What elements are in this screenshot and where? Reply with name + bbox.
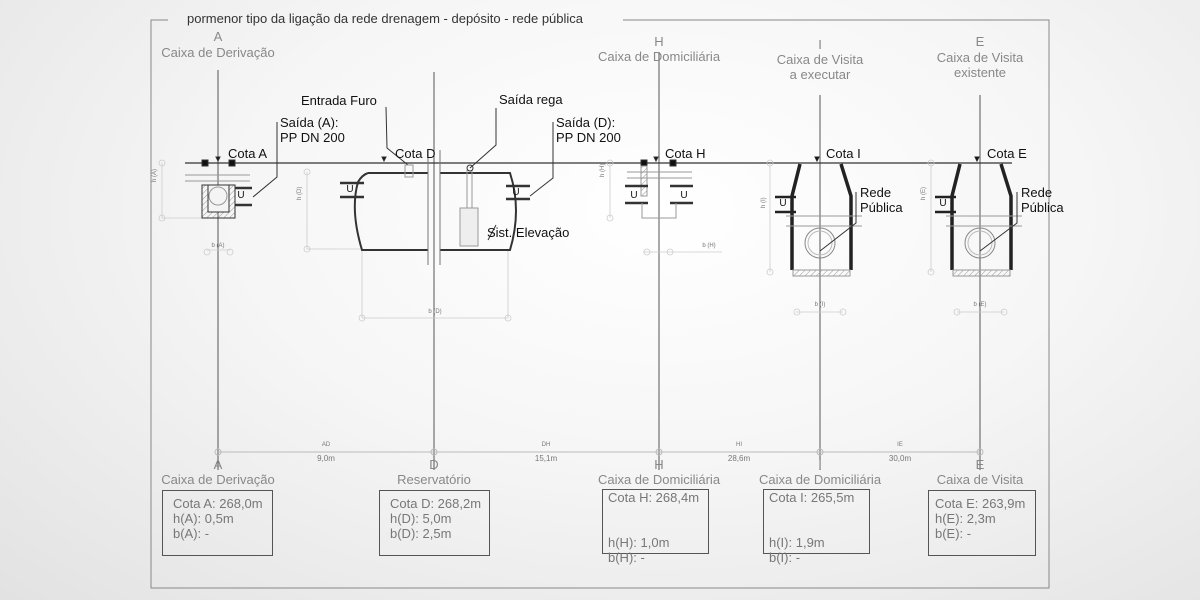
distance-line xyxy=(214,448,984,456)
publica-e-label: Pública xyxy=(1021,200,1064,215)
pipe-e-marker: U xyxy=(939,198,947,209)
cota-d-label: Cota D xyxy=(395,146,436,161)
station-letter: H xyxy=(654,457,664,472)
header-i-caption1: Caixa de Visita xyxy=(776,52,864,67)
cota-a-label: Cota A xyxy=(228,146,268,161)
dim-h-a: h (A) xyxy=(152,168,158,182)
cota-e-label: Cota E xyxy=(987,146,1027,161)
distance-value: 9,0m xyxy=(317,454,335,463)
saida-rega-label: Saída rega xyxy=(499,92,563,107)
distance-value: 30,0m xyxy=(888,454,912,463)
pipe-a-marker: U xyxy=(237,190,245,201)
manhole-e xyxy=(935,156,1022,277)
sist-elevacao-label: Sist. Elevação xyxy=(487,225,570,240)
station-letter: E xyxy=(975,457,985,472)
dim-h-d: h (D) xyxy=(297,186,303,200)
dimension-guides xyxy=(158,159,1008,322)
distance-value: 28,6m xyxy=(727,454,751,463)
saida-d-pipe: PP DN 200 xyxy=(556,130,621,145)
station-caption: Caixa de Domiciliária xyxy=(597,472,721,487)
dim-b-a: b (A) xyxy=(211,243,225,249)
rede-e-label: Rede xyxy=(1021,185,1053,200)
header-e-caption1: Caixa de Visita xyxy=(936,50,1024,65)
station-letter: D xyxy=(429,457,439,472)
dim-b-d: b (D) xyxy=(428,309,442,315)
info-line: b(H): - xyxy=(608,550,645,565)
distance-value: 15,1m xyxy=(534,454,558,463)
drawing-title: pormenor tipo da ligação da rede drenage… xyxy=(187,11,584,26)
cota-i-label: Cota I xyxy=(826,146,861,161)
pipe-d-in-marker: U xyxy=(346,184,354,195)
info-line: Cota H: 268,4m xyxy=(608,490,700,505)
info-line: b(D): 2,5m xyxy=(390,526,452,541)
info-line xyxy=(769,505,869,520)
station-letter: A xyxy=(213,457,223,472)
info-line xyxy=(608,505,708,520)
domiciliary-box-h xyxy=(625,156,693,219)
info-line: b(I): - xyxy=(769,550,801,565)
info-line: h(I): 1,9m xyxy=(769,535,825,550)
header-a-caption: Caixa de Derivação xyxy=(161,45,275,60)
manhole-i xyxy=(775,156,862,277)
station-info-box-h: Cota H: 268,4m h(H): 1,0m b(H): - xyxy=(602,489,709,565)
dim-h-h: h (H) xyxy=(600,163,606,177)
header-i-letter: I xyxy=(818,37,822,52)
dim-b-e: b (E) xyxy=(973,302,987,308)
distance-label: IE xyxy=(897,442,903,448)
station-letter: I xyxy=(818,457,822,472)
dim-b-h: b (H) xyxy=(702,243,716,249)
station-info-box-e: Cota E: 263,9m h(E): 2,3m b(E): - xyxy=(928,490,1036,556)
header-e-caption2: existente xyxy=(953,65,1007,80)
reservoir-tank-d xyxy=(340,106,554,265)
info-line: b(A): - xyxy=(173,526,210,541)
pipe-d-out-marker: U xyxy=(512,187,520,198)
drawing-frame xyxy=(150,19,1050,589)
distance-label: DH xyxy=(541,442,551,448)
header-h-caption: Caixa de Domiciliária xyxy=(597,49,721,64)
header-h-letter: H xyxy=(654,34,664,49)
dim-b-i: b (I) xyxy=(814,302,826,308)
saida-d-label: Saída (D): xyxy=(556,115,616,130)
info-line: h(E): 2,3m xyxy=(935,511,996,526)
info-line: Cota I: 265,5m xyxy=(769,490,855,505)
station-info-box-i: Cota I: 265,5m h(I): 1,9m b(I): - xyxy=(763,489,870,565)
info-line: b(E): - xyxy=(935,526,972,541)
station-caption: Caixa de Derivação xyxy=(161,472,275,487)
info-line: Cota D: 268,2m xyxy=(390,496,482,511)
station-axes xyxy=(217,52,981,470)
station-caption: Reservatório xyxy=(397,472,471,487)
derivation-box-a xyxy=(185,122,278,219)
info-line: Cota A: 268,0m xyxy=(173,496,263,511)
pipe-h-in-marker: U xyxy=(630,190,638,201)
entrada-furo-label: Entrada Furo xyxy=(301,93,377,108)
dim-h-i: h (I) xyxy=(761,197,767,208)
header-i-caption2: a executar xyxy=(789,67,851,82)
distance-label: AD xyxy=(321,442,331,448)
rede-i-label: Rede xyxy=(860,185,892,200)
distance-label: HI xyxy=(736,442,742,448)
station-info-box-a: Cota A: 268,0m h(A): 0,5m b(A): - xyxy=(162,490,273,556)
info-line: h(A): 0,5m xyxy=(173,511,234,526)
saida-a-pipe: PP DN 200 xyxy=(280,130,345,145)
info-line: h(D): 5,0m xyxy=(390,511,452,526)
station-caption: Caixa de Domiciliária xyxy=(758,472,882,487)
info-line: h(H): 1,0m xyxy=(608,535,670,550)
pipe-i-marker: U xyxy=(779,198,787,209)
info-line: Cota E: 263,9m xyxy=(935,496,1026,511)
saida-a-label: Saída (A): xyxy=(280,115,339,130)
dim-h-e: h (E) xyxy=(921,186,927,200)
station-caption: Caixa de Visita xyxy=(936,472,1024,487)
header-e-letter: E xyxy=(975,34,985,49)
header-a-letter: A xyxy=(213,29,223,44)
station-info-box-d: Cota D: 268,2m h(D): 5,0m b(D): 2,5m xyxy=(379,490,490,556)
publica-i-label: Pública xyxy=(860,200,903,215)
pipe-h-out-marker: U xyxy=(680,190,688,201)
cota-h-label: Cota H xyxy=(665,146,706,161)
